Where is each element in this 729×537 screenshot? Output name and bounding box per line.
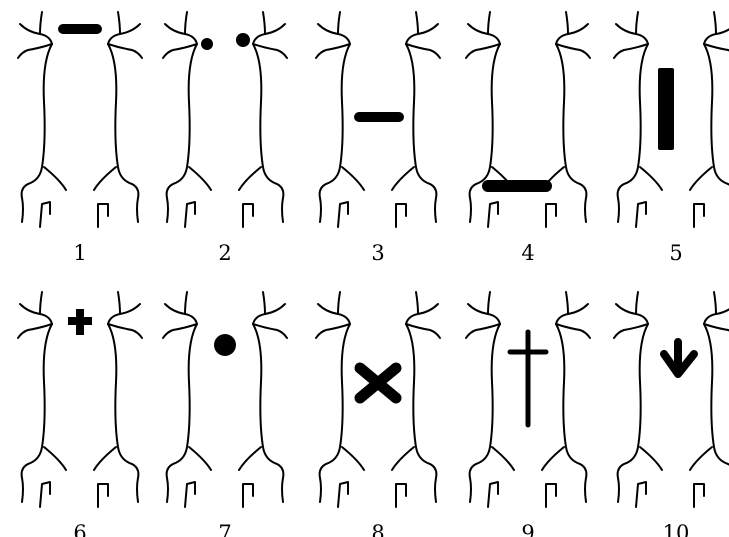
body-outline [163, 12, 287, 227]
dagger-mark [510, 332, 546, 425]
body-outline [466, 12, 590, 227]
plus-mark [68, 309, 92, 335]
right-shoulder-dot [236, 33, 250, 47]
figure-label: 10 [663, 521, 690, 537]
figure-8: 8 [316, 292, 440, 537]
figure-label: 3 [371, 241, 384, 265]
body-outline [316, 292, 440, 507]
figure-9: 9 [466, 292, 590, 537]
figure-1: 1 [18, 12, 142, 265]
figure-10: 10 [614, 292, 729, 537]
figure-5: 5 [614, 12, 729, 265]
body-outline [163, 292, 287, 507]
figure-label: 5 [669, 241, 682, 265]
figure-2: 2 [163, 12, 287, 265]
mid-back-bar-mark [354, 112, 404, 122]
left-shoulder-dot [201, 38, 213, 50]
figure-label: 9 [521, 521, 534, 537]
figure-label: 2 [218, 241, 231, 265]
figure-label: 1 [73, 241, 86, 265]
figure-label: 4 [521, 241, 534, 265]
figure-6: 6 [18, 292, 142, 537]
figure-label: 8 [371, 521, 384, 537]
shoulder-dot-mark [214, 334, 236, 356]
body-outline [18, 12, 142, 227]
body-outline [614, 292, 729, 507]
vertical-stripe-mark [658, 68, 674, 150]
figure-7: 7 [163, 292, 287, 537]
down-arrow-mark [664, 342, 694, 374]
figure-label: 7 [218, 521, 231, 537]
rump-bar-mark [482, 180, 552, 192]
figure-label: 6 [73, 521, 86, 537]
neck-bar-mark [58, 24, 102, 34]
figure-4: 4 [466, 12, 590, 265]
x-mark [360, 368, 396, 398]
figure-3: 3 [316, 12, 440, 265]
